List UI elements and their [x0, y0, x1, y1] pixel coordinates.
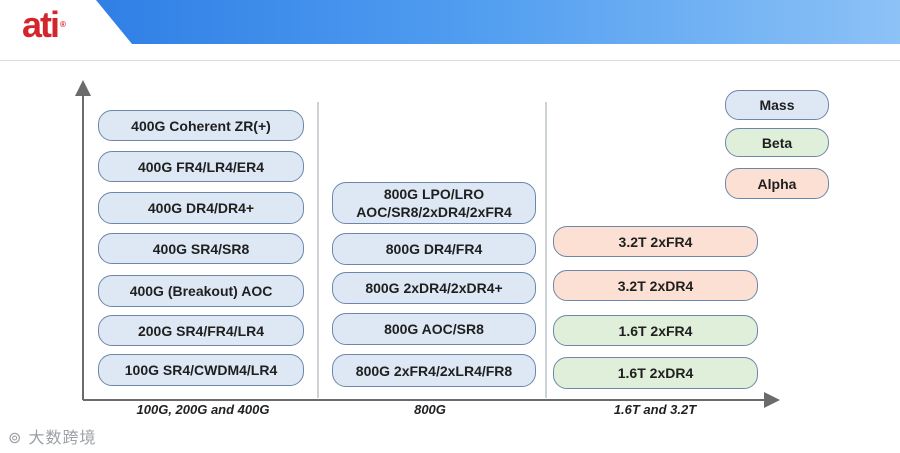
axis-label-col2: 800G [414, 402, 446, 417]
col2-item-5: 800G 2xFR4/2xLR4/FR8 [332, 354, 536, 387]
col2-item-2: 800G DR4/FR4 [332, 233, 536, 265]
col2-item-1: 800G LPO/LRO AOC/SR8/2xDR4/2xFR4 [332, 182, 536, 224]
col1-item-5: 400G (Breakout) AOC [98, 275, 304, 307]
header-divider [0, 60, 900, 61]
col1-item-6: 200G SR4/FR4/LR4 [98, 315, 304, 346]
col3-item-1: 3.2T 2xFR4 [553, 226, 758, 257]
legend-beta: Beta [725, 128, 829, 157]
col1-item-7: 100G SR4/CWDM4/LR4 [98, 354, 304, 386]
ati-logo: ati® [22, 4, 66, 45]
watermark: ⊚ 大数跨境 [8, 428, 97, 447]
legend-mass: Mass [725, 90, 829, 120]
col2-item-4: 800G AOC/SR8 [332, 313, 536, 345]
col1-item-1: 400G Coherent ZR(+) [98, 110, 304, 141]
col1-item-4: 400G SR4/SR8 [98, 233, 304, 264]
axis-label-col3: 1.6T and 3.2T [613, 402, 697, 417]
col1-item-2: 400G FR4/LR4/ER4 [98, 151, 304, 182]
col3-item-3: 1.6T 2xFR4 [553, 315, 758, 346]
col3-item-2: 3.2T 2xDR4 [553, 270, 758, 301]
watermark-logo-icon: ⊚ [8, 428, 29, 447]
col2-item-3: 800G 2xDR4/2xDR4+ [332, 272, 536, 304]
col3-item-4: 1.6T 2xDR4 [553, 357, 758, 389]
header-band [96, 0, 900, 44]
axis-label-col1: 100G, 200G and 400G [136, 402, 270, 417]
col1-item-3: 400G DR4/DR4+ [98, 192, 304, 224]
legend-alpha: Alpha [725, 168, 829, 199]
